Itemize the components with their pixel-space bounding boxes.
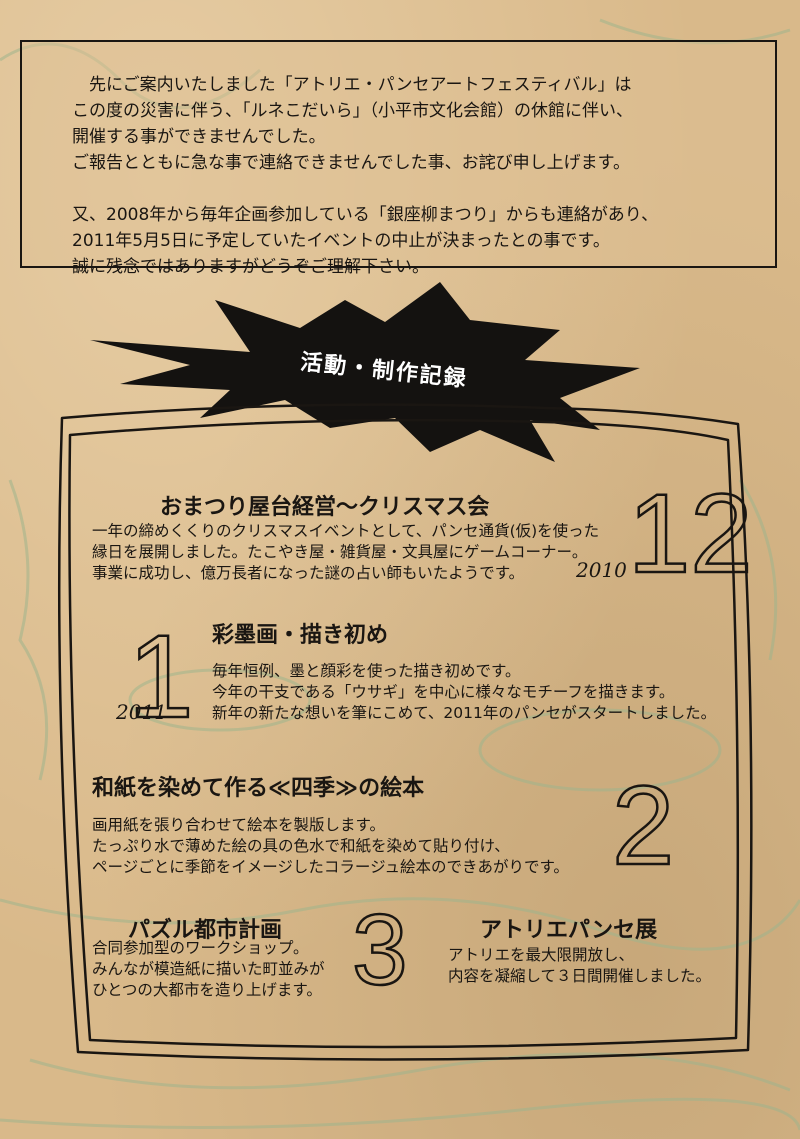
- notice-line: 誠に残念ではありますがどうぞご理解下さい。: [72, 257, 429, 277]
- description-line: ひとつの大都市を造り上げます。: [92, 981, 322, 999]
- march-left-description: 合同参加型のワークショップ。 みんなが模造紙に描いた町並みが ひとつの大都市を造…: [92, 938, 325, 1001]
- january-number: 1: [127, 611, 195, 743]
- notice-line: この度の災害に伴う、「ルネこだいら」（小平市文化会館）の休館に伴い、: [72, 101, 633, 121]
- notice-line: 2011年5月5日に予定していたイベントの中止が決まったとの事です。: [72, 231, 610, 251]
- notice-line: 又、2008年から毎年企画参加している「銀座柳まつり」からも連絡があり、: [72, 205, 659, 225]
- description-line: みんなが模造紙に描いた町並みが: [92, 960, 325, 978]
- notice-line: 開催する事ができませんでした。: [72, 127, 326, 147]
- march-number: 3: [351, 894, 409, 1006]
- february-number: 2: [611, 763, 676, 888]
- february-title: 和紙を染めて作る≪四季≫の絵本: [92, 776, 425, 801]
- december-year: 2010: [576, 558, 627, 582]
- description-line: ページごとに季節をイメージしたコラージュ絵本のできあがりです。: [92, 858, 569, 876]
- march-right-description: アトリエを最大限開放し、 内容を凝縮して３日間開催しました。: [448, 945, 711, 987]
- march-right-title: アトリエパンセ展: [480, 918, 658, 943]
- notice-box: 先にご案内いたしました「アトリエ・パンセアートフェスティバル」は この度の災害に…: [20, 40, 777, 277]
- notice-line: ご報告とともに急な事で連絡できませんでした事、お詫び申し上げます。: [72, 153, 630, 173]
- description-line: 今年の干支である「ウサギ」を中心に様々なモチーフを描きます。: [212, 683, 675, 701]
- february-description: 画用紙を張り合わせて絵本を製版します。 たっぷり水で薄めた絵の具の色水で和紙を染…: [92, 815, 569, 878]
- march-left-title: パズル都市計画: [128, 918, 283, 943]
- description-line: アトリエを最大限開放し、: [448, 946, 635, 964]
- description-line: 縁日を展開しました。たこやき屋・雑貨屋・文具屋にゲームコーナー。: [92, 543, 588, 561]
- description-line: 新年の新たな想いを筆にこめて、2011年のパンセがスタートしました。: [212, 704, 717, 722]
- december-number: 12: [627, 471, 754, 596]
- description-line: 一年の締めくくりのクリスマスイベントとして、パンセ通貨(仮)を使った: [92, 522, 600, 540]
- january-title: 彩墨画・描き初め: [212, 623, 389, 648]
- description-line: 合同参加型のワークショップ。: [92, 939, 309, 957]
- description-line: 内容を凝縮して３日間開催しました。: [448, 967, 712, 985]
- description-line: 毎年恒例、墨と顔彩を使った描き初めです。: [212, 662, 521, 680]
- description-line: たっぷり水で薄めた絵の具の色水で和紙を染めて貼り付け、: [92, 837, 510, 855]
- december-description: 一年の締めくくりのクリスマスイベントとして、パンセ通貨(仮)を使った 縁日を展開…: [92, 521, 599, 584]
- description-line: 事業に成功し、億万長者になった謎の占い師もいたようです。: [92, 564, 525, 582]
- description-line: 画用紙を張り合わせて絵本を製版します。: [92, 816, 385, 834]
- january-description: 毎年恒例、墨と顔彩を使った描き初めです。 今年の干支である「ウサギ」を中心に様々…: [212, 661, 716, 724]
- january-year: 2011: [116, 700, 167, 724]
- notice-line: 先にご案内いたしました「アトリエ・パンセアートフェスティバル」は: [89, 75, 632, 95]
- december-title: おまつり屋台経営～クリスマス会: [160, 495, 490, 520]
